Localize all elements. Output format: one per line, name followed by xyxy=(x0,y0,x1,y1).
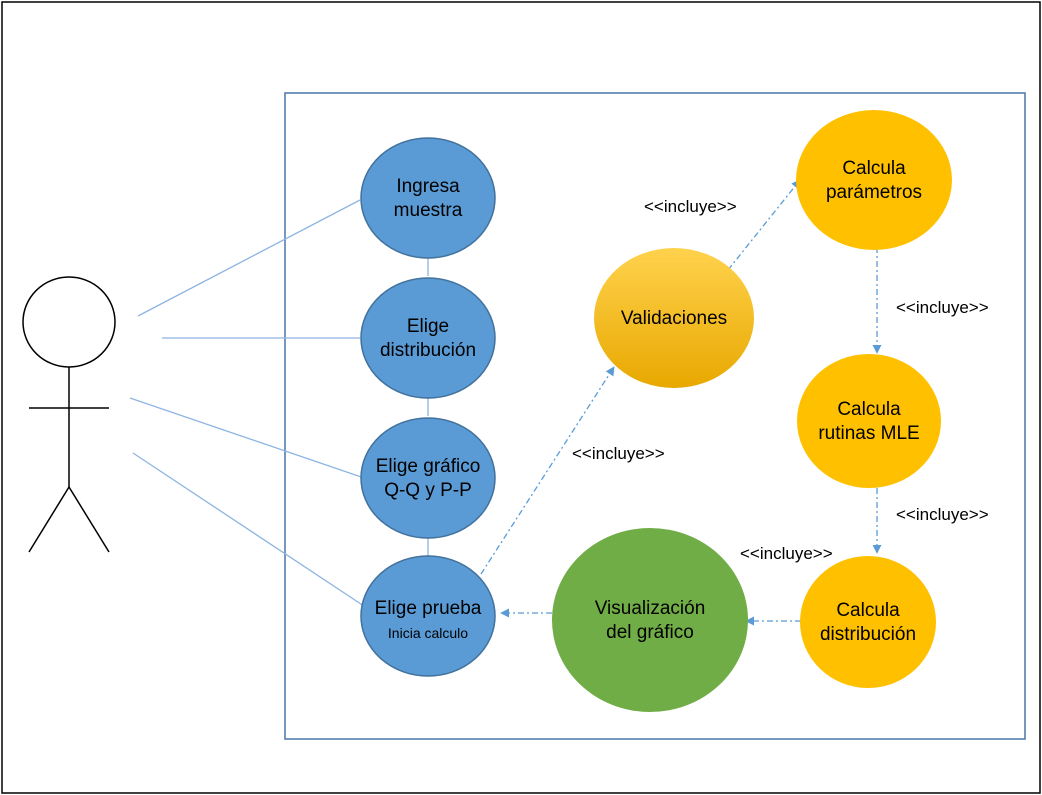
use-case-calc-distribucion: Calcula distribución xyxy=(800,556,936,688)
actor-left-leg xyxy=(28,486,70,553)
system-boundary xyxy=(284,92,1026,740)
use-case-ingresa: Ingresa muestra xyxy=(360,137,496,259)
label-line: Q-Q y P-P xyxy=(384,480,472,501)
use-case-parametros: Calcula parámetros xyxy=(796,110,952,250)
actor-head xyxy=(22,276,116,368)
use-case-rutinas: Calcula rutinas MLE xyxy=(797,354,941,488)
use-case-ingresa-shape xyxy=(360,137,496,259)
use-case-visualizacion-label: Visualización del gráfico xyxy=(595,598,706,643)
label-line: rutinas MLE xyxy=(818,423,919,444)
association-ingresa xyxy=(137,199,361,317)
use-case-prueba-label: Elige prueba xyxy=(375,598,482,619)
label-line: Visualización xyxy=(595,598,706,619)
use-case-ingresa-label: Ingresa muestra xyxy=(394,176,463,221)
use-case-rutinas-shape xyxy=(797,354,941,488)
use-case-validaciones-shape xyxy=(594,248,754,388)
use-case-calc-distribucion-label: Calcula distribución xyxy=(820,600,916,645)
use-case-parametros-label: Calcula parámetros xyxy=(826,158,922,203)
association-grafico xyxy=(129,397,371,481)
label-line: parámetros xyxy=(826,182,922,203)
include-arrow-prueba-validaciones xyxy=(480,366,615,575)
actor-associations xyxy=(129,199,377,615)
use-case-visualizacion-shape xyxy=(552,528,748,712)
label-line: Elige gráfico xyxy=(376,456,481,477)
include-label-3: <<incluye>> xyxy=(572,444,665,463)
use-case-validaciones-label: Validaciones xyxy=(621,308,727,329)
use-case-distribucion: Elige distribución xyxy=(360,277,496,399)
label-line: muestra xyxy=(394,200,463,221)
include-label-1: <<incluye>> xyxy=(644,197,737,216)
label-line: del gráfico xyxy=(606,622,694,643)
use-case-visualizacion: Visualización del gráfico xyxy=(552,528,748,712)
use-case-rutinas-label: Calcula rutinas MLE xyxy=(818,399,919,444)
use-case-grafico-shape xyxy=(360,417,496,539)
label-line: Calcula xyxy=(837,399,901,420)
use-case-calc-distribucion-shape xyxy=(800,556,936,688)
label-line: Calcula xyxy=(842,158,906,179)
label-line: distribución xyxy=(380,340,476,361)
actor-right-leg xyxy=(68,486,110,553)
include-arrows xyxy=(480,179,882,626)
label-line: Validaciones xyxy=(621,308,727,329)
use-case-parametros-shape xyxy=(796,110,952,250)
use-case-distribucion-shape xyxy=(360,277,496,399)
use-case-prueba: Elige prueba Inicia calculo xyxy=(360,555,496,677)
label-line: Ingresa xyxy=(396,176,460,197)
label-line: distribución xyxy=(820,624,916,645)
include-label-2: <<incluye>> xyxy=(896,298,989,317)
association-prueba xyxy=(132,452,377,615)
label-line: Calcula xyxy=(836,600,900,621)
include-labels: <<incluye>> <<incluye>> <<incluye>> <<in… xyxy=(572,197,989,563)
actor-stick-figure xyxy=(22,276,116,553)
include-label-4: <<incluye>> xyxy=(896,505,989,524)
include-arrow-validaciones-parametros xyxy=(727,179,801,271)
use-case-distribucion-label: Elige distribución xyxy=(380,316,476,361)
include-label-5: <<incluye>> xyxy=(740,544,833,563)
use-case-validaciones: Validaciones xyxy=(594,248,754,388)
label-line: Elige xyxy=(407,316,449,337)
use-case-prueba-sublabel: Inicia calculo xyxy=(388,625,468,641)
use-case-prueba-shape xyxy=(360,555,496,677)
